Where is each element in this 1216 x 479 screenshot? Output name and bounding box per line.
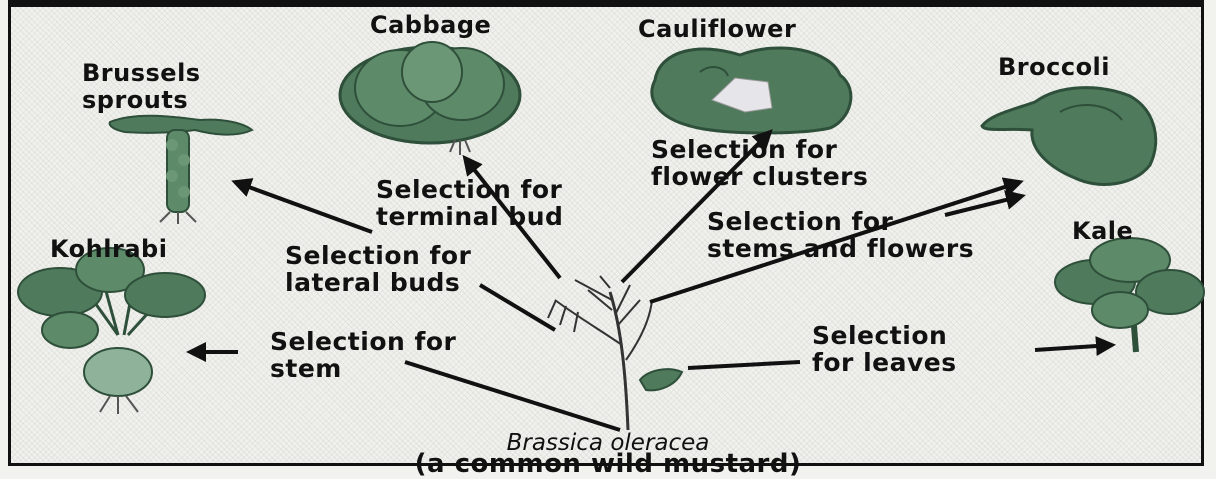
- cauliflower-label: Cauliflower: [638, 16, 796, 43]
- cabbage-label: Cabbage: [370, 12, 491, 39]
- kohlrabi-label: Kohlrabi: [50, 236, 167, 263]
- selection-terminal-bud-label: Selection for terminal bud: [376, 176, 563, 230]
- kale-illustration: [1055, 238, 1204, 352]
- broccoli-illustration: [982, 88, 1156, 185]
- selection-stem-label: Selection for stem: [270, 328, 456, 382]
- selection-lateral-buds-label: Selection for lateral buds: [285, 242, 471, 296]
- kohlrabi-illustration: [18, 248, 205, 414]
- ancestor-common-name: (a common wild mustard): [0, 449, 1216, 479]
- brussels-sprouts-label: Brussels sprouts: [82, 60, 201, 114]
- kale-label: Kale: [1072, 218, 1133, 245]
- selection-stems-and-flowers-label: Selection for stems and flowers: [707, 208, 974, 262]
- cauliflower-illustration: [652, 48, 851, 133]
- arrow-leaves: [1035, 345, 1112, 350]
- arrow-lateral-buds: [235, 182, 372, 232]
- selection-flower-clusters-label: Selection for flower clusters: [651, 136, 868, 190]
- cabbage-illustration: [340, 42, 520, 155]
- line-leaves: [688, 362, 800, 368]
- line-lateral-buds: [480, 285, 555, 330]
- brussels-sprouts-illustration: [110, 116, 252, 224]
- broccoli-label: Broccoli: [998, 54, 1110, 81]
- selection-leaves-label: Selection for leaves: [812, 322, 957, 376]
